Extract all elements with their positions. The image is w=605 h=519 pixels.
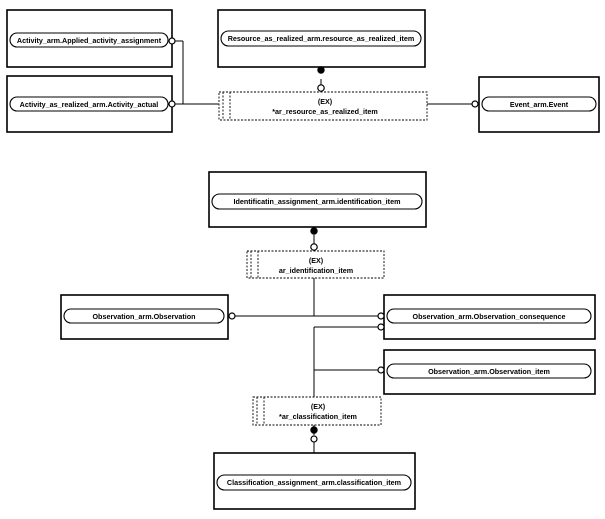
hollow-circle-marker [317,84,325,92]
entity-identification-item: Identificatin_assignment_arm.identificat… [208,171,427,228]
entity-label: Resource_as_realized_arm.resource_as_rea… [228,34,415,43]
entity-observation-consequence: Observation_arm.Observation_consequence [383,294,596,340]
select-ar-identification-item: (EX) ar_identification_item [246,250,385,279]
entity-resource-as-realized-item: Resource_as_realized_arm.resource_as_rea… [217,9,426,68]
solid-circle-marker [310,426,318,434]
hollow-circle-marker [228,312,236,320]
select-tag: (EX) [309,256,324,265]
entity-label: Activity_arm.Applied_activity_assignment [17,36,162,45]
entity-event: Event_arm.Event [478,76,600,133]
entity-activity-actual: Activity_as_realized_arm.Activity_actual [6,75,173,133]
entity-label: Observation_arm.Observation_item [428,367,550,376]
hollow-circle-marker [471,100,479,108]
entity-classification-item: Classification_assignment_arm.classifica… [213,452,416,510]
entity-label: Activity_as_realized_arm.Activity_actual [20,100,159,109]
hollow-circle-marker [168,100,176,108]
hollow-circle-marker [377,312,385,320]
select-ar-classification-item: (EX) *ar_classification_item [252,396,382,426]
select-tag: (EX) [318,97,333,106]
entity-label: Observation_arm.Observation [92,312,195,321]
select-tag: (EX) [311,402,326,411]
entity-label: Event_arm.Event [510,100,569,109]
entity-label: Classification_assignment_arm.classifica… [227,478,401,487]
entity-observation: Observation_arm.Observation [60,294,229,340]
hollow-circle-marker [310,435,318,443]
select-name: *ar_resource_as_realized_item [272,107,378,116]
entity-observation-item: Observation_arm.Observation_item [383,349,596,395]
hollow-circle-marker [377,323,385,331]
select-ar-resource-as-realized-item: (EX) *ar_resource_as_realized_item [218,91,428,121]
hollow-circle-marker [168,37,176,45]
select-name: ar_identification_item [279,266,353,275]
marker-stems [313,67,322,453]
entity-label: Observation_arm.Observation_consequence [413,312,566,321]
select-name: *ar_classification_item [279,412,357,421]
hollow-circle-marker [310,243,318,251]
entity-applied-activity-assignment: Activity_arm.Applied_activity_assignment [6,9,173,68]
entity-label: Identificatin_assignment_arm.identificat… [234,197,401,206]
hollow-circle-marker [377,366,385,374]
